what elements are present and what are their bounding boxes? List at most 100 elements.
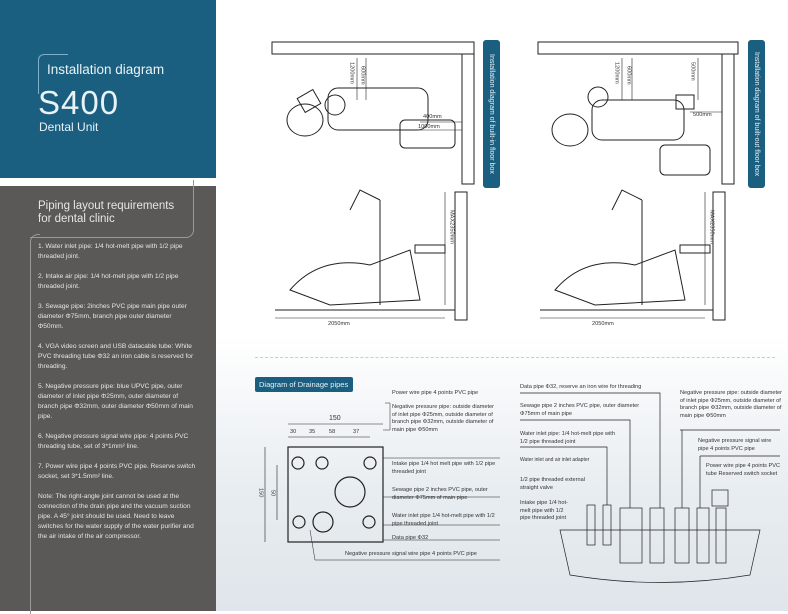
pipe-box	[287, 446, 384, 543]
floor-box	[399, 119, 456, 149]
side-view-label: Data pipe Φ32, reserve an iron wire for …	[520, 384, 642, 390]
pipe	[674, 507, 690, 564]
dim-label: 30	[290, 429, 297, 435]
dim-label: 500mm	[689, 62, 696, 81]
pipe	[649, 507, 665, 564]
requirement-item: 1. Water inlet pipe: 1/4 hot-melt pipe w…	[38, 243, 183, 260]
divider	[255, 357, 775, 358]
title-line: Piping layout requirements	[38, 200, 175, 212]
model-name: S400	[38, 84, 120, 121]
wall-top	[271, 41, 475, 55]
pipe	[586, 504, 596, 546]
pipe-side-view	[520, 392, 780, 583]
dim-label: 58	[329, 429, 336, 435]
dim-label: 50	[269, 490, 276, 497]
side-view-label: Negative pressure pipe: outside diameter…	[680, 390, 782, 419]
side-view-built-out	[540, 189, 726, 321]
pipe-hole	[312, 511, 334, 533]
dim-label: MAX2350mm	[448, 210, 455, 244]
dim-label: 600mm	[625, 66, 632, 85]
lamp-arm	[611, 189, 643, 211]
outlet-box	[675, 94, 695, 110]
dim-label: 37	[353, 429, 360, 435]
pipe	[696, 507, 710, 564]
drainage-plan	[264, 402, 500, 561]
chair-side	[554, 249, 686, 306]
instrument-tray	[324, 94, 346, 116]
dim-label: 400mm	[423, 114, 442, 120]
side-view-label: Water inlet and air inlet adapter	[520, 457, 590, 463]
pipe	[619, 507, 643, 564]
headrest	[286, 103, 324, 137]
requirement-note: Note: The right-angle joint cannot be us…	[38, 493, 194, 540]
dim-label: 35	[309, 429, 316, 435]
subtitle: Installation diagram	[47, 62, 165, 77]
requirement-item: 2. Intake air pipe: 1/4 hot-melt pipe wi…	[38, 273, 179, 290]
floor-section	[559, 529, 761, 583]
drainage-label: Sewage pipe 2 inches PVC pipe, outer dia…	[392, 487, 488, 501]
instrument-tray	[587, 86, 609, 108]
side-view-label: 1/2 pipe threaded external straight valv…	[520, 477, 585, 491]
side-view-label: Negative pressure signal wire pipe 4 poi…	[698, 438, 772, 452]
requirements-list: 1. Water inlet pipe: 1/4 hot-melt pipe w…	[38, 242, 196, 552]
frame-line	[30, 180, 194, 238]
drainage-label: Data pipe Φ32	[392, 535, 429, 541]
drainage-label: Negative pressure signal wire pipe 4 poi…	[345, 551, 477, 557]
requirement-item: 4. VGA video screen and USB datacable tu…	[38, 343, 194, 370]
frame-line	[30, 234, 40, 614]
chair-side	[289, 249, 421, 306]
tray	[679, 244, 711, 254]
wall-side	[721, 53, 735, 185]
dim-label: 1200mm	[613, 62, 620, 84]
leader	[520, 392, 661, 508]
pipe-hole	[291, 456, 305, 470]
tab-built-in-floor-box: Installation diagram of built-in floor b…	[483, 40, 500, 188]
dim-label: 2050mm	[328, 321, 350, 327]
floor-box	[659, 144, 711, 176]
pipe-hole	[362, 515, 376, 529]
drainage-label: Intake pipe 1/4 hot melt pipe with 1/2 p…	[392, 461, 496, 475]
dim-label: 1200mm	[348, 62, 355, 84]
dim-label: 600mm	[359, 66, 366, 85]
decorative-bracket	[38, 54, 68, 94]
headrest	[551, 113, 589, 147]
monitor	[296, 88, 322, 114]
top-view-built-in	[271, 41, 475, 185]
dim-label: 150	[329, 415, 341, 422]
pipe-hole	[334, 476, 366, 508]
drainage-title: Diagram of Drainage pipes	[255, 377, 353, 392]
wall-side	[461, 53, 475, 185]
requirement-item: 7. Power wire pipe 4 points PVC pipe. Re…	[38, 463, 196, 480]
leader	[520, 419, 631, 508]
wall-side	[712, 191, 726, 321]
side-view-label: Sewage pipe 2 inches PVC pipe, outer dia…	[520, 403, 640, 417]
side-view-built-in	[275, 189, 468, 321]
leader	[383, 402, 391, 431]
chair-body	[591, 99, 685, 141]
diagram-area	[216, 0, 788, 611]
pipe	[602, 504, 612, 546]
tab-built-out-floor-box: Installation diagram of built-out floor …	[748, 40, 765, 188]
leader	[520, 446, 608, 505]
title-block: Installation diagram S400 Dental Unit	[0, 0, 216, 178]
requirement-item: 3. Sewage pipe: 2inches PVC pipe main pi…	[38, 303, 187, 330]
requirement-item: 5. Negative pressure pipe: blue UPVC pip…	[38, 383, 193, 420]
dim-label: 2050mm	[592, 321, 614, 327]
leader	[309, 529, 500, 561]
dim-label: MAX2350mm	[708, 210, 715, 244]
drainage-label: Water inlet pipe 1/4 hot-melt pipe with …	[392, 513, 495, 527]
title-line: for dental clinic	[38, 213, 115, 225]
requirement-item: 6. Negative pressure signal wire pipe: 4…	[38, 433, 189, 450]
left-panel: Installation diagram S400 Dental Unit Pi…	[0, 0, 216, 614]
dim-label: 1000mm	[418, 124, 440, 130]
drainage-label: Negative pressure pipe: outside diameter…	[392, 404, 494, 433]
drainage-label: Power wire pipe 4 points PVC pipe	[392, 390, 479, 396]
dim-label: 500mm	[693, 112, 712, 118]
side-view-label: Water inlet pipe: 1/4 hot-melt pipe with…	[520, 431, 615, 445]
wall-side	[454, 191, 468, 321]
side-view-label: Intake pipe 1/4 hot-melt pipe with 1/2 p…	[520, 500, 568, 521]
pipe-hole	[292, 515, 306, 529]
